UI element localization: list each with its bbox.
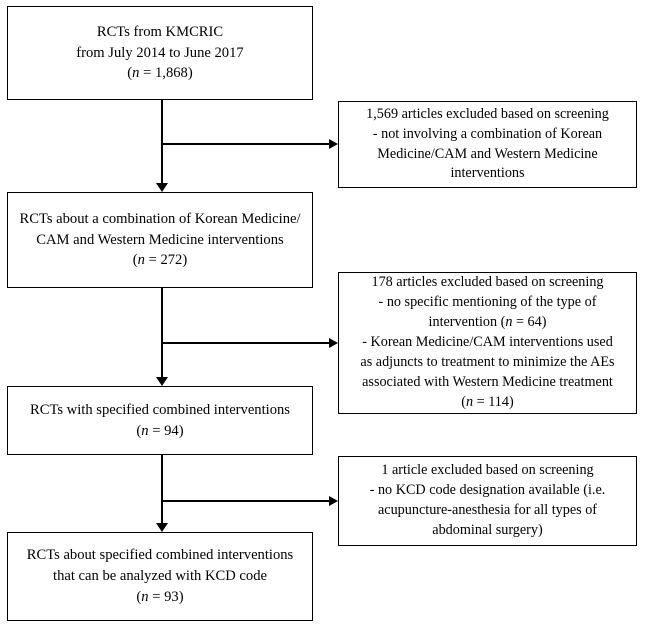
arrowhead-right-3 [329,495,338,506]
connector-branch-1 [161,143,329,145]
node-combination-rcts-text: RCTs about a combination of Korean Medic… [19,210,301,269]
node-excluded-screening-1: 1,569 articles excluded based on screeni… [338,101,637,188]
arrowhead-right-2 [329,337,338,348]
arrowhead-down-3 [156,523,168,532]
arrowhead-down-1 [156,183,168,192]
connector-trunk-1 [161,100,163,184]
node-excluded-screening-2: 178 articles excluded based on screening… [338,272,637,414]
arrowhead-right-1 [329,138,338,149]
node-excluded-screening-1-text: 1,569 articles excluded based on screeni… [366,105,609,182]
node-analyzable-with-kcd-code-text: RCTs about specified combined interventi… [26,547,294,605]
node-specified-combined-interventions-text: RCTs with specified combined interventio… [29,401,290,439]
node-combination-rcts: RCTs about a combination of Korean Medic… [7,192,313,288]
connector-trunk-3 [161,455,163,524]
connector-branch-3 [161,500,329,502]
node-excluded-screening-3: 1 article excluded based on screening- n… [338,456,637,546]
connector-trunk-2 [161,288,163,378]
connector-branch-2 [161,342,329,344]
node-excluded-screening-3-text: 1 article excluded based on screening- n… [369,462,606,538]
node-specified-combined-interventions: RCTs with specified combined interventio… [7,386,313,455]
node-analyzable-with-kcd-code: RCTs about specified combined interventi… [7,532,313,621]
arrowhead-down-2 [156,377,168,386]
node-excluded-screening-2-text: 178 articles excluded based on screening… [360,274,615,410]
